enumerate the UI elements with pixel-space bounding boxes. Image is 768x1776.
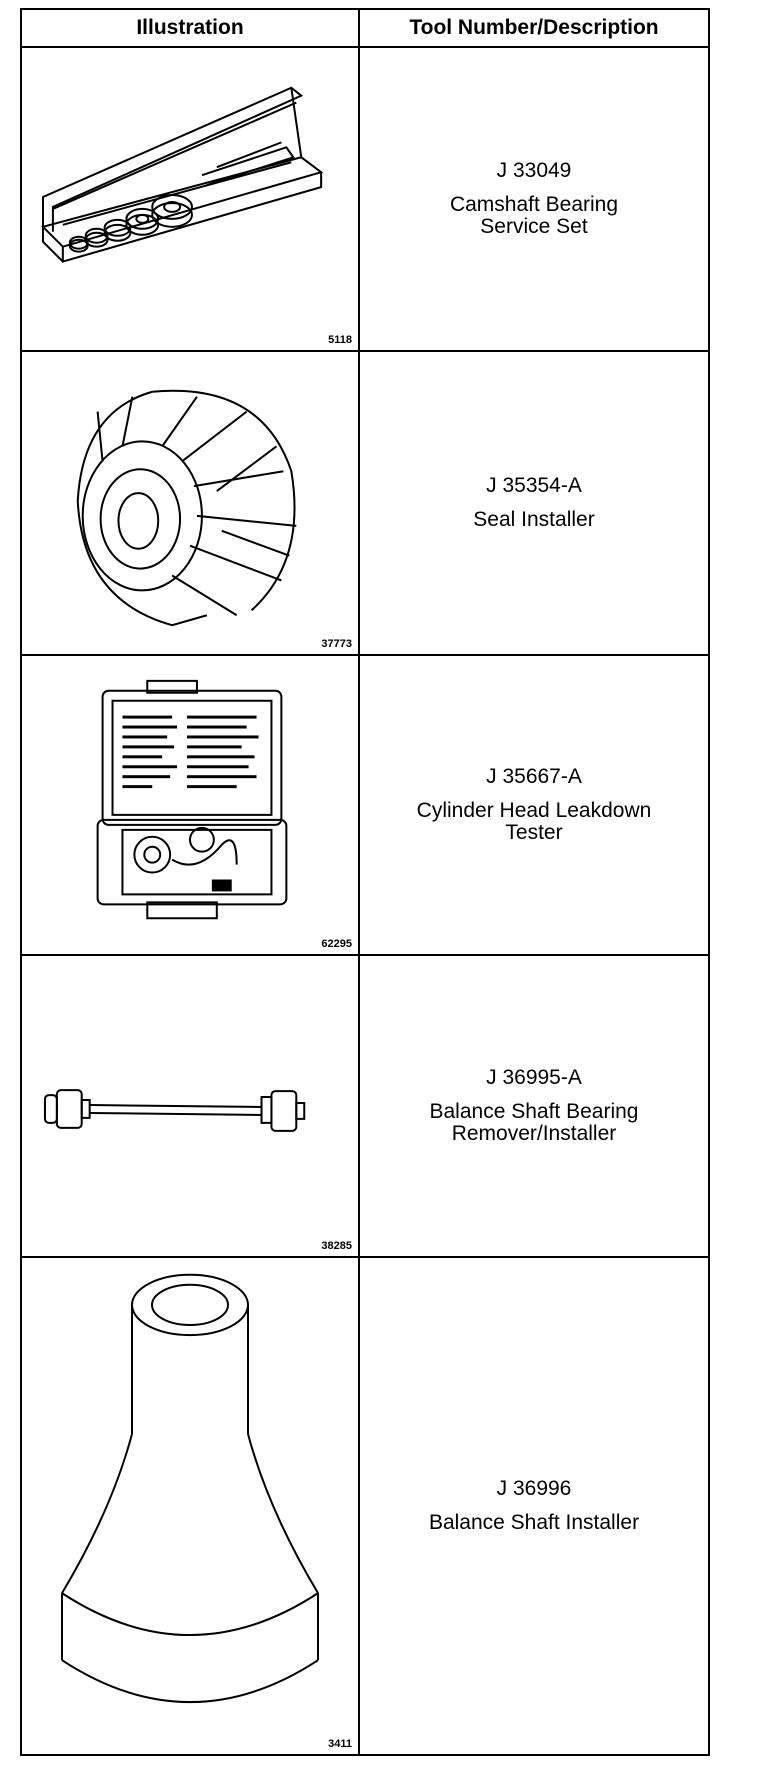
- tester-case-icon: [22, 656, 358, 954]
- balance-shaft-remover-illustration: 38285: [22, 956, 360, 1256]
- table-row: 3411 J 36996 Balance Shaft Installer: [22, 1258, 708, 1754]
- figure-number: 62295: [321, 938, 352, 950]
- table-row: 37773 J 35354-A Seal Installer: [22, 352, 708, 656]
- header-tool-number: Tool Number/Description: [409, 16, 659, 39]
- table-header: Illustration Tool Number/Description: [22, 10, 708, 48]
- tool-description: Balance Shaft Bearing Remover/Installer: [429, 1100, 639, 1145]
- table-row: 5118 J 33049 Camshaft Bearing Service Se…: [22, 48, 708, 352]
- tool-description-cell: J 36995-A Balance Shaft Bearing Remover/…: [360, 956, 708, 1256]
- tool-number: J 35354-A: [486, 474, 582, 497]
- tool-description-cell: J 36996 Balance Shaft Installer: [360, 1258, 708, 1754]
- figure-number: 3411: [328, 1738, 352, 1750]
- shaft-remover-icon: [22, 956, 358, 1256]
- tool-description: Seal Installer: [473, 508, 595, 531]
- tool-number: J 36995-A: [486, 1066, 582, 1089]
- camshaft-bearing-set-illustration: 5118: [22, 48, 360, 350]
- tool-description-cell: J 35354-A Seal Installer: [360, 352, 708, 654]
- tool-description: Balance Shaft Installer: [428, 1511, 640, 1534]
- table-row: 38285 J 36995-A Balance Shaft Bearing Re…: [22, 956, 708, 1258]
- tool-case-icon: [22, 48, 358, 350]
- seal-installer-icon: [22, 352, 358, 654]
- balance-shaft-installer-illustration: 3411: [22, 1258, 360, 1754]
- table-row: 62295 J 35667-A Cylinder Head Leakdown T…: [22, 656, 708, 956]
- tool-number: J 33049: [496, 159, 572, 182]
- header-illustration: Illustration: [22, 10, 360, 46]
- tool-description: Camshaft Bearing Service Set: [449, 193, 619, 238]
- tool-description-cell: J 33049 Camshaft Bearing Service Set: [360, 48, 708, 350]
- figure-number: 5118: [328, 334, 352, 346]
- tool-number: J 35667-A: [486, 765, 582, 788]
- shaft-installer-icon: [22, 1258, 358, 1754]
- tool-number: J 36996: [496, 1477, 572, 1500]
- figure-number: 38285: [321, 1240, 352, 1252]
- leakdown-tester-illustration: 62295: [22, 656, 360, 954]
- seal-installer-illustration: 37773: [22, 352, 360, 654]
- tool-description-cell: J 35667-A Cylinder Head Leakdown Tester: [360, 656, 708, 954]
- tool-table: Illustration Tool Number/Description: [20, 8, 710, 1756]
- figure-number: 37773: [321, 638, 352, 650]
- tool-description: Cylinder Head Leakdown Tester: [416, 799, 652, 844]
